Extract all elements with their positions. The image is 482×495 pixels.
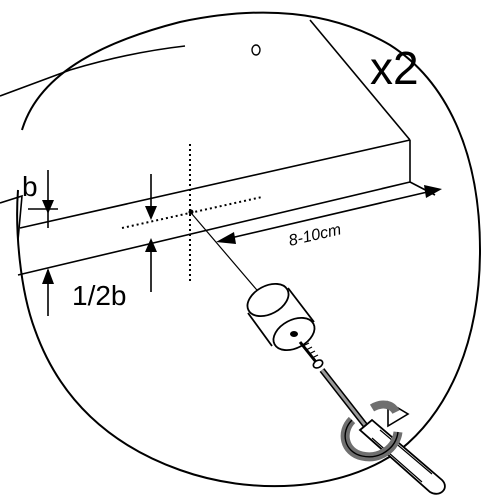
rotation-arrow-icon (340, 400, 410, 462)
thickness-label: b (22, 171, 38, 202)
half-b-mark-arrow-top (145, 206, 157, 220)
half-b-mark-arrow-bottom (145, 238, 157, 252)
hole-icon (251, 44, 261, 56)
distance-arrow-left (216, 232, 236, 244)
zoom-outline-lower (0, 194, 23, 241)
b-arrow-head (42, 200, 54, 214)
board-top-front-edge (19, 139, 411, 229)
board-bottom-edge (17, 181, 411, 276)
distance-label: 8-10cm (287, 221, 343, 250)
half-b-arrow-head (42, 268, 54, 284)
distance-dimension-line (221, 189, 437, 241)
bumper-pad-icon (246, 282, 316, 352)
screwdriver-icon (319, 368, 446, 495)
distance-arrow-right (424, 185, 442, 198)
drill-point (188, 209, 194, 215)
alignment-guide-line (191, 213, 263, 297)
half-thickness-label: 1/2b (72, 280, 127, 311)
board-back-edge (309, 19, 411, 141)
quantity-label: x2 (370, 42, 419, 94)
screw-icon (298, 341, 324, 369)
magnifier-circle (16, 11, 482, 488)
zoom-outline (0, 45, 186, 97)
